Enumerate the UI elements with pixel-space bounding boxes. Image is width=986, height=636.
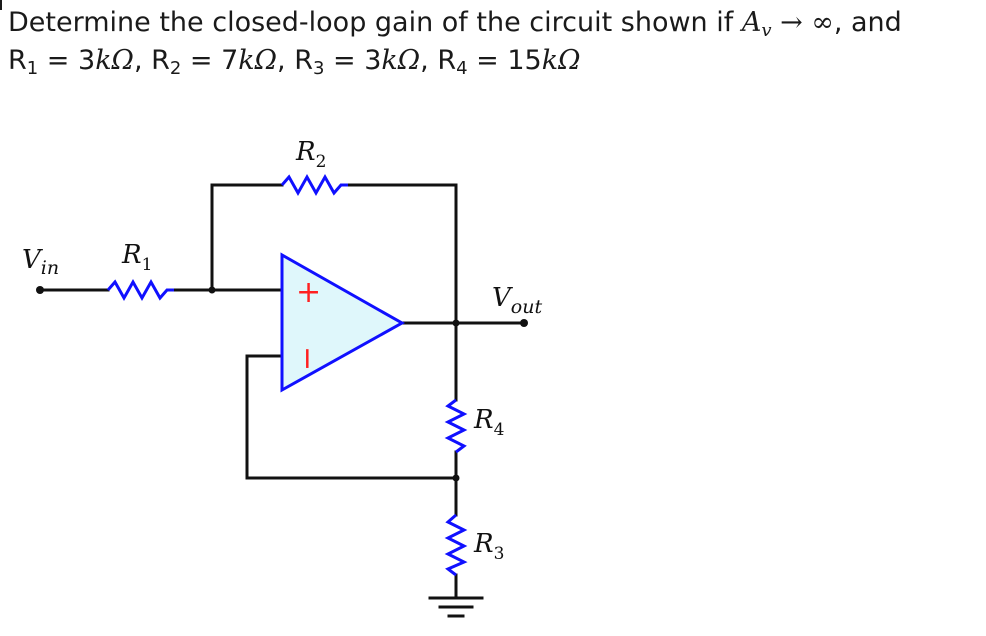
label-r3: R3	[473, 529, 504, 564]
value-r4: R4 = 15kΩ	[437, 45, 581, 79]
wire-feedback-left	[210, 183, 284, 292]
label-vin: Vin	[22, 245, 59, 279]
question-line-2: R1 = 3kΩ, R2 = 7kΩ, R3 = 3kΩ, R4 = 15kΩ	[8, 42, 983, 80]
terminal-vin	[36, 286, 44, 294]
opamp-minus-sign: −	[290, 346, 325, 371]
resistor-r1	[106, 278, 174, 302]
label-vout: Vout	[492, 283, 542, 318]
opamp-plus-sign: +	[296, 275, 321, 310]
junction-input	[208, 286, 216, 294]
resistor-r2	[280, 173, 348, 197]
gain-symbol: A	[741, 7, 762, 38]
value-r1: R1 = 3kΩ,	[8, 45, 152, 79]
page-corner-mark	[0, 0, 2, 10]
gain-subscript: v	[761, 20, 772, 41]
junction-output	[452, 319, 460, 327]
label-r4: R4	[473, 405, 504, 440]
arrow-symbol: →	[780, 7, 803, 38]
resistor-r4	[444, 398, 468, 454]
infinity-symbol: ∞	[811, 7, 834, 38]
resistor-r3	[444, 513, 468, 577]
value-r2: R2 = 7kΩ,	[151, 45, 295, 79]
junction-mid	[452, 474, 460, 482]
wire-feedback-right	[346, 183, 458, 325]
opamp-triangle	[280, 252, 406, 393]
terminal-vout	[520, 319, 528, 327]
label-r2: R2	[295, 137, 326, 172]
wire-minus-loop	[245, 354, 458, 480]
question-text: Determine the closed-loop gain of the ci…	[8, 4, 983, 80]
question-suffix: , and	[833, 7, 902, 38]
value-r3: R3 = 3kΩ,	[294, 45, 438, 79]
question-prefix: Determine the closed-loop gain of the ci…	[8, 7, 742, 38]
question-line-1: Determine the closed-loop gain of the ci…	[8, 4, 983, 42]
label-r1: R1	[121, 240, 152, 275]
